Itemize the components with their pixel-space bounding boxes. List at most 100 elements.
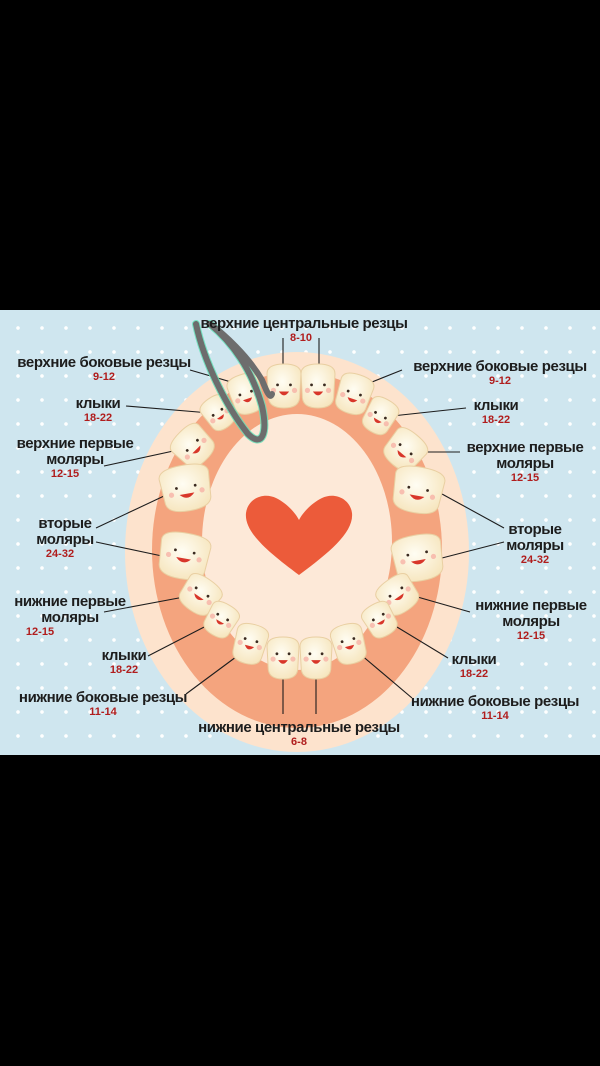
tooth-cheek <box>399 489 405 495</box>
tooth-eye <box>275 652 279 656</box>
leader-second-molar-left-lower <box>95 541 163 557</box>
tooth-cheek <box>405 586 411 592</box>
tooth-cheek <box>369 622 375 628</box>
label-upper-central-incisors: верхние центральные резцы 8-10 <box>179 316 429 345</box>
label-age: 9-12 <box>488 375 512 387</box>
tooth-cheek <box>356 639 362 645</box>
tooth-body <box>203 600 241 639</box>
tooth-eye <box>174 548 177 552</box>
label-lower-first-molars-left: нижние первые моляры 12-15 <box>0 594 140 639</box>
scribble-mark <box>193 321 275 443</box>
tooth-eye <box>243 637 247 640</box>
label-lower-central-incisors: нижние центральные резцы 6-8 <box>174 720 424 749</box>
label-upper-canines-left: клыки 18-22 <box>58 396 138 425</box>
tooth-mouth <box>347 397 358 403</box>
tooth-body <box>266 636 300 680</box>
label-second-molars-right: вторые моляры 24-32 <box>490 522 580 567</box>
label-lower-lateral-incisors-right: нижние боковые резцы 11-14 <box>396 694 594 723</box>
tooth-eye <box>409 452 413 456</box>
label-lower-canines-right: клыки 18-22 <box>434 652 514 681</box>
tooth-mouth <box>176 556 191 563</box>
tooth-cheek <box>429 494 436 500</box>
leader-lower-canine-right <box>391 623 449 659</box>
label-age: 11-14 <box>89 706 117 718</box>
tooth-eye <box>406 553 410 557</box>
tooth-cheek <box>408 457 415 464</box>
tooth-mouth <box>373 417 382 424</box>
tooth-body <box>361 396 400 436</box>
tooth-cheek <box>367 411 373 418</box>
upper-first-molar-right-tooth <box>383 427 429 472</box>
tooth-cheek <box>206 599 212 606</box>
tooth-eruption-diagram <box>95 320 505 752</box>
tooth-cheek <box>210 418 216 424</box>
tooth-cheek <box>325 387 332 393</box>
tooth-cheek <box>430 553 437 560</box>
label-age: 11-14 <box>481 710 509 722</box>
tooth-body <box>266 363 302 409</box>
tooth-mouth <box>376 619 385 625</box>
leader-lower-canine-left <box>147 623 211 657</box>
leader-second-molar-right-upper <box>441 493 505 529</box>
leader-lower-lateral-right <box>359 653 413 699</box>
upper-second-molar-left-tooth <box>158 463 212 513</box>
tooth-eye <box>374 410 377 414</box>
tooth-eye <box>216 612 220 616</box>
tooth-cheek <box>199 487 205 493</box>
tooth-body <box>158 463 212 513</box>
tooth-eye <box>226 618 230 622</box>
label-lower-first-molars-right: нижние первые моляры 12-15 <box>462 598 600 643</box>
lower-canine-left-tooth <box>203 600 241 639</box>
label-name: клыки <box>473 397 519 414</box>
tooth-eye <box>185 449 189 452</box>
lower-lateral-left-tooth <box>232 622 270 665</box>
tooth-cheek <box>337 644 343 651</box>
label-age: 12-15 <box>516 630 546 642</box>
tooth-eye <box>194 586 198 590</box>
tooth-cheek <box>290 656 296 662</box>
label-lower-lateral-incisors-left: нижние боковые резцы 11-14 <box>4 690 202 719</box>
tooth-cheek <box>226 622 232 628</box>
upper-central-left-tooth <box>266 363 302 409</box>
tooth-mouth <box>242 397 253 403</box>
tooth-mouth <box>179 492 195 498</box>
tooth-body <box>158 531 212 581</box>
tooth-body <box>300 363 336 409</box>
tooth-eye <box>371 618 375 622</box>
label-name: нижние центральные резцы <box>198 719 400 736</box>
tooth-cheek <box>383 421 389 427</box>
tooth-cheek <box>385 613 392 619</box>
label-name: вторые моляры <box>36 515 94 548</box>
tooth-eye <box>289 383 292 387</box>
label-age: 9-12 <box>92 371 116 383</box>
label-age: 18-22 <box>83 412 113 424</box>
tooth-cheek <box>304 387 311 393</box>
label-age: 24-32 <box>520 554 550 566</box>
leader-upper-first-molar-left <box>103 449 179 467</box>
tooth-eye <box>175 487 178 490</box>
tooth-eye <box>250 389 253 393</box>
tooth-eye <box>206 594 210 598</box>
lower-second-molar-right-tooth <box>390 533 444 583</box>
label-name: вторые моляры <box>506 521 564 554</box>
label-upper-first-molars-right: верхние первые моляры 12-15 <box>450 440 600 485</box>
tooth-eye <box>308 652 312 656</box>
tooth-mouth <box>312 391 324 396</box>
tooth-cheek <box>184 454 190 460</box>
tooth-mouth <box>411 558 426 565</box>
tooth-eye <box>238 393 242 397</box>
tooth-mouth <box>394 593 404 601</box>
tooth-eye <box>193 483 197 487</box>
tooth-body <box>329 622 367 665</box>
label-name: нижние первые моляры <box>475 597 587 630</box>
label-age: 18-22 <box>109 664 139 676</box>
tooth-mouth <box>216 619 225 625</box>
tooth-body <box>335 372 375 416</box>
leader-upper-canine-left <box>125 405 211 414</box>
upper-first-molar-left-tooth <box>169 422 215 468</box>
label-age: 8-10 <box>289 332 313 344</box>
leader-lower-lateral-left <box>185 653 241 695</box>
lower-canine-right-tooth <box>360 600 398 639</box>
leader-upper-canine-right <box>391 407 467 417</box>
tooth-cheek <box>237 639 243 645</box>
